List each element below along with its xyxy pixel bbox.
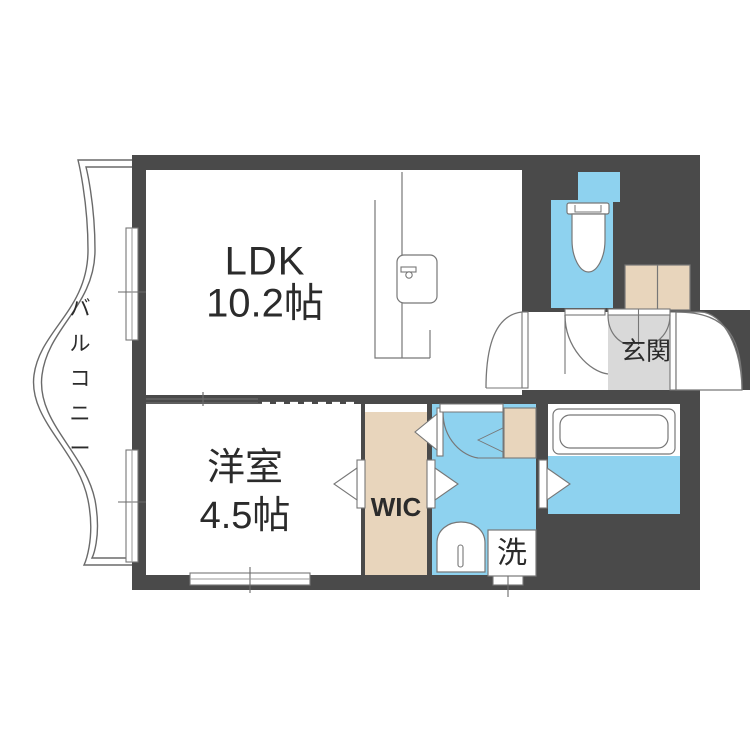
bedroom-south-window[interactable] xyxy=(189,567,311,593)
bathroom-folding-door[interactable] xyxy=(538,459,571,509)
ldk-balcony-window[interactable] xyxy=(118,227,146,341)
balcony-char-3: ニ xyxy=(70,403,91,426)
balcony-char-4: ー xyxy=(70,438,91,461)
wic-door-right[interactable] xyxy=(426,459,459,509)
wic-label: WIC xyxy=(371,492,422,522)
wic-fill xyxy=(365,412,427,575)
bathtub-fixture xyxy=(552,408,676,455)
genkan-inner-doors[interactable] xyxy=(607,308,671,346)
balcony-label: バ ル コ ニ ー xyxy=(70,298,91,461)
toilet-fixture xyxy=(566,202,610,273)
bedroom-label-name: 洋室 xyxy=(207,447,283,489)
washroom-label: 洗 xyxy=(497,537,527,570)
wic-door-left[interactable] xyxy=(333,459,366,509)
balcony-char-2: コ xyxy=(70,368,91,391)
room-labels: LDK 10.2帖 洋室 4.5帖 WIC 玄関 バ ル コ ニ ー xyxy=(70,240,672,537)
doors-group xyxy=(118,227,743,597)
bedroom-balcony-window[interactable] xyxy=(118,449,146,563)
vanity-sink-fixture xyxy=(436,521,486,573)
washroom-closet-doors[interactable] xyxy=(503,407,537,459)
toilet-door[interactable] xyxy=(564,308,609,375)
ldk-label-name: LDK xyxy=(225,240,306,284)
hall-door[interactable] xyxy=(485,311,529,389)
closet-fills xyxy=(365,265,690,575)
entrance-door[interactable] xyxy=(669,311,743,391)
bedroom-floor xyxy=(146,404,361,575)
toilet-tank-recess-fill xyxy=(578,172,620,202)
bedroom-label-size: 4.5帖 xyxy=(200,495,291,537)
ldk-bedroom-partition[interactable] xyxy=(146,392,362,406)
washroom-closet-fill xyxy=(504,408,536,458)
ldk-label-size: 10.2帖 xyxy=(206,282,324,326)
balcony-outline xyxy=(32,159,132,566)
entrance-label: 玄関 xyxy=(621,338,671,366)
balcony-char-1: ル xyxy=(70,333,91,356)
balcony-char-0: バ xyxy=(70,298,91,321)
ldk-floor xyxy=(146,170,361,395)
washroom-marker: 洗 xyxy=(487,529,537,577)
kitchen-sink-fixture xyxy=(396,254,438,304)
washroom-door[interactable] xyxy=(414,403,504,459)
bathroom-fill xyxy=(548,456,680,514)
